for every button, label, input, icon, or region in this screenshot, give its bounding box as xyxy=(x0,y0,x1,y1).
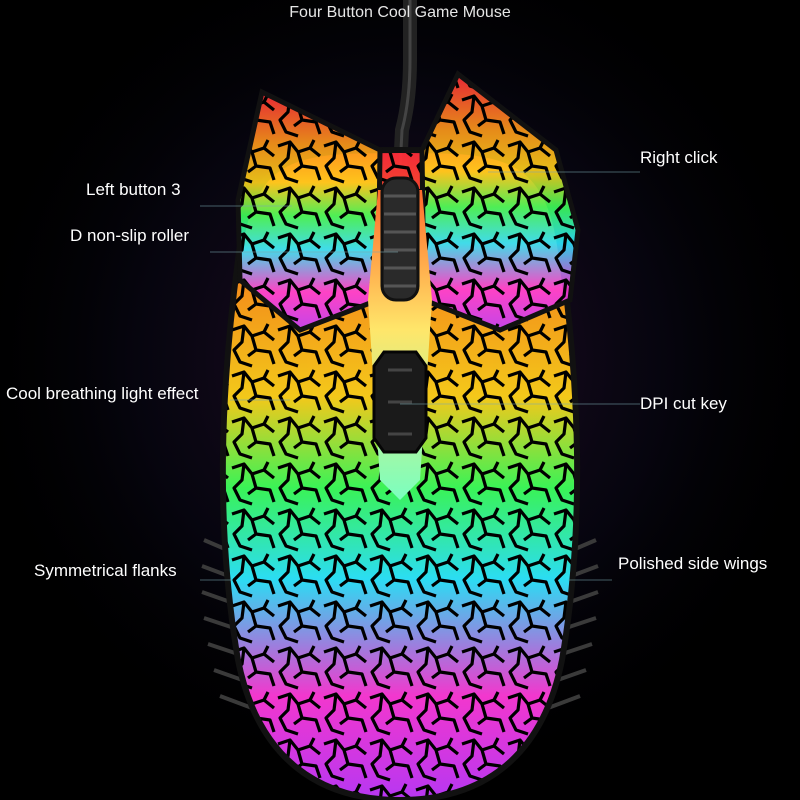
breathing-light-label: Cool breathing light effect xyxy=(6,384,199,403)
right-click-label: Right click xyxy=(640,148,718,167)
flanks-label: Symmetrical flanks xyxy=(34,561,177,580)
page-title: Four Button Cool Game Mouse xyxy=(289,4,511,21)
dpi-key-label: DPI cut key xyxy=(640,394,727,413)
left-button-label: Left button 3 xyxy=(86,180,181,199)
scroll-wheel xyxy=(380,176,420,302)
roller-label: D non-slip roller xyxy=(70,226,190,245)
side-wings-label: Polished side wings xyxy=(618,554,768,573)
dpi-key xyxy=(372,350,428,454)
callout-lines xyxy=(200,171,640,581)
